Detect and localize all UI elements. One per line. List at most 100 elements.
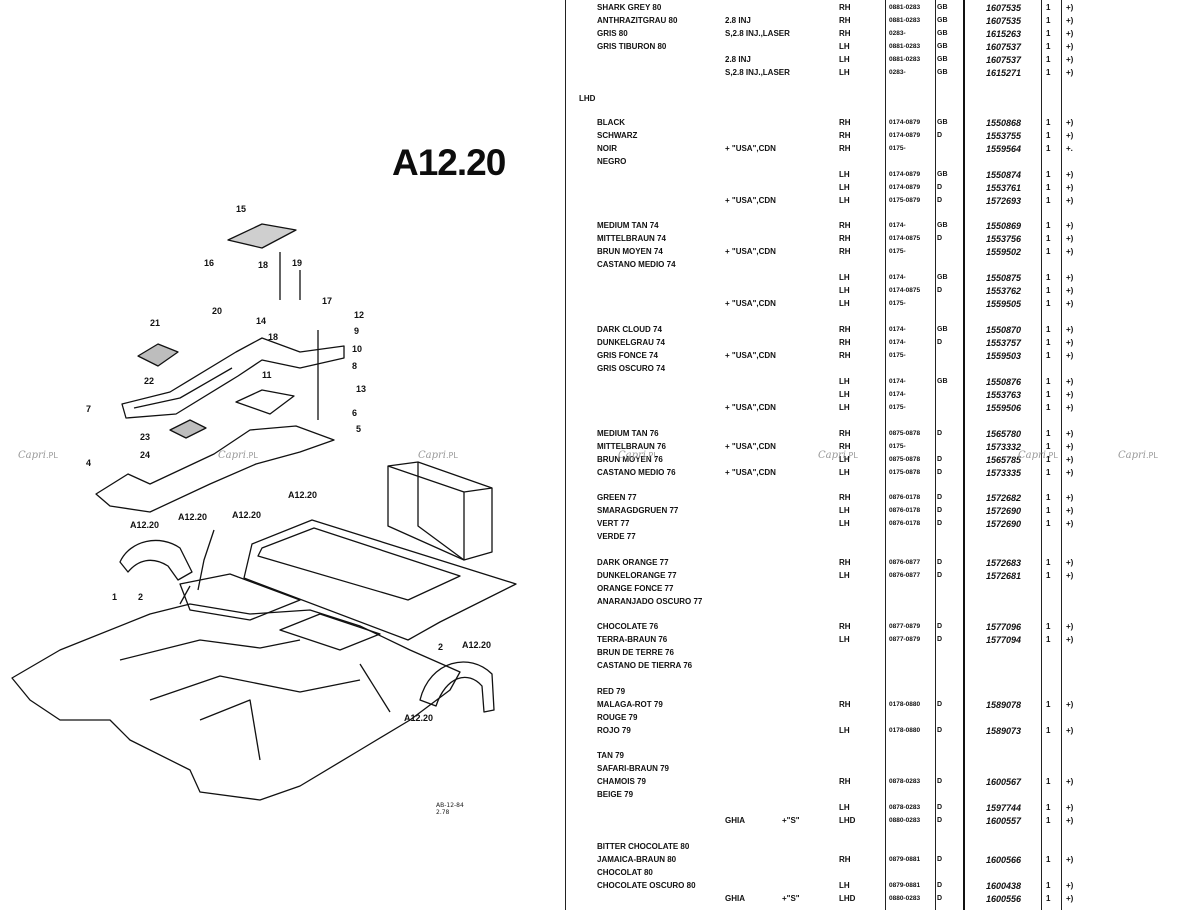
- cell-note: +): [1066, 700, 1074, 709]
- cell-extra: +"S": [782, 894, 800, 903]
- drawing-reference-line-2: 2.78: [436, 809, 450, 816]
- callout-2: 2: [138, 592, 143, 602]
- table-row: CHOCOLAT 80: [565, 867, 1200, 880]
- table-rule: [565, 0, 566, 910]
- cell-qty: 1: [1046, 196, 1051, 205]
- cell-desc: GRIS FONCE 74: [597, 351, 658, 360]
- cell-side: RH: [839, 29, 851, 38]
- cell-date: 0174-: [889, 391, 906, 398]
- watermark-brand: Capri: [18, 450, 46, 461]
- cell-desc: GREEN 77: [597, 493, 637, 502]
- cell-date: 0875-0878: [889, 430, 921, 437]
- drawing-reference: AB-12-84 2.78: [436, 802, 464, 816]
- callout-13: 13: [356, 384, 366, 394]
- insulation-block: [387, 461, 493, 561]
- main-floor-carpet: [11, 603, 461, 801]
- cell-desc: BRUN MOYEN 76: [597, 455, 663, 464]
- cell-desc: CHOCOLAT 80: [597, 868, 653, 877]
- cell-note: +): [1066, 351, 1074, 360]
- watermark-suffix: .PL: [1146, 451, 1158, 460]
- cell-qty: 1: [1046, 377, 1051, 386]
- cell-date: 0876-0877: [889, 559, 921, 566]
- cell-note: +): [1066, 273, 1074, 282]
- watermark: Capri.PL: [818, 450, 858, 461]
- table-row: SAFARI-BRAUN 79: [565, 763, 1200, 776]
- cell-part: 1600567: [986, 777, 1022, 787]
- cell-date: 0174-0879: [889, 119, 921, 126]
- cell-date: 0175-: [889, 443, 906, 450]
- cell-note: +.: [1066, 144, 1073, 153]
- callout-8: 8: [352, 361, 357, 371]
- callout-9: 9: [354, 326, 359, 336]
- cell-note: +): [1066, 286, 1074, 295]
- watermark-brand: Capri: [1018, 450, 1046, 461]
- callout-18: 18: [258, 260, 268, 270]
- cell-cntry: D: [937, 636, 943, 643]
- cell-desc: BRUN DE TERRE 76: [597, 648, 674, 657]
- cell-qty: 1: [1046, 493, 1051, 502]
- cell-date: 0174-: [889, 222, 906, 229]
- cell-side: LH: [839, 455, 850, 464]
- cell-desc: MALAGA-ROT 79: [597, 700, 663, 709]
- cell-date: 0876-0178: [889, 507, 921, 514]
- cell-date: 0174-: [889, 378, 906, 385]
- cell-desc: MEDIUM TAN 76: [597, 429, 659, 438]
- callout-ref-3: A12.20: [178, 512, 207, 522]
- cell-note: +): [1066, 183, 1074, 192]
- cell-cntry: D: [937, 456, 943, 463]
- callout-7: 7: [86, 404, 91, 414]
- cell-note: +): [1066, 816, 1074, 825]
- cell-desc: JAMAICA-BRAUN 80: [597, 855, 677, 864]
- cell-note: +): [1066, 881, 1074, 890]
- cell-cntry: D: [937, 197, 943, 204]
- cell-part: 1615263: [986, 29, 1022, 39]
- cell-date: 0174-0879: [889, 184, 921, 191]
- cell-desc: GRIS 80: [597, 29, 628, 38]
- cell-part: 1573332: [986, 442, 1022, 452]
- cell-note: +): [1066, 118, 1074, 127]
- watermark: Capri.PL: [218, 450, 258, 461]
- part-23: [169, 419, 207, 439]
- cell-cntry: GB: [937, 326, 948, 333]
- cell-desc: GRIS OSCURO 74: [597, 364, 666, 373]
- cell-side: RH: [839, 493, 851, 502]
- callout-5: 5: [356, 424, 361, 434]
- cell-qty: 1: [1046, 273, 1051, 282]
- cell-eng: + "USA",CDN: [725, 468, 776, 477]
- cell-date: 0881-0283: [889, 56, 921, 63]
- callout-24: 24: [140, 450, 150, 460]
- cell-part: 1607537: [986, 42, 1022, 52]
- cell-qty: 1: [1046, 29, 1051, 38]
- cell-qty: 1: [1046, 131, 1051, 140]
- cell-qty: 1: [1046, 881, 1051, 890]
- cell-desc: GRIS TIBURON 80: [597, 42, 667, 51]
- cell-note: +): [1066, 493, 1074, 502]
- cell-date: 0880-0283: [889, 817, 921, 824]
- callout-ref-4: A12.20: [232, 510, 261, 520]
- cell-date: 0877-0879: [889, 623, 921, 630]
- cell-side: LH: [839, 196, 850, 205]
- cell-part: 1615271: [986, 68, 1022, 78]
- cell-part: 1559506: [986, 403, 1022, 413]
- cell-qty: 1: [1046, 247, 1051, 256]
- cell-cntry: GB: [937, 274, 948, 281]
- callout-12: 12: [354, 310, 364, 320]
- cell-date: 0174-0875: [889, 287, 921, 294]
- cell-part: 1550868: [986, 118, 1022, 128]
- cell-date: 0876-0178: [889, 494, 921, 501]
- watermark: Capri.PL: [1018, 450, 1058, 461]
- cell-note: +): [1066, 325, 1074, 334]
- cell-note: +): [1066, 221, 1074, 230]
